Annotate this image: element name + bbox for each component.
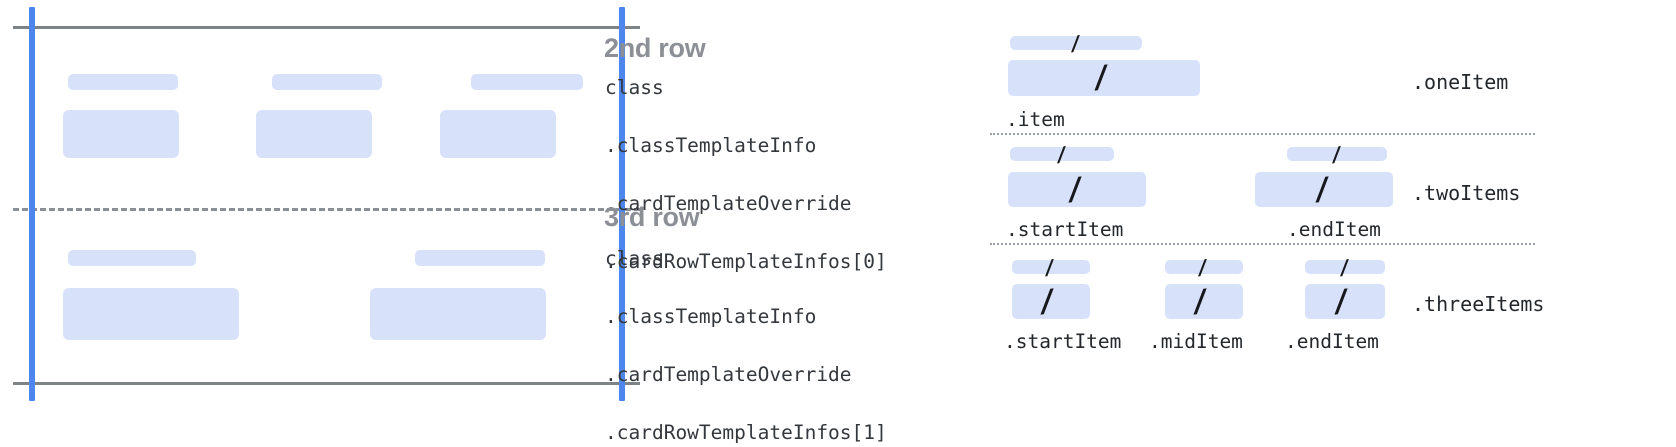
row-separator-dashed [13, 208, 640, 211]
slash-icon: / [1044, 254, 1055, 280]
placeholder-label-bar: / [1305, 255, 1385, 279]
placeholder-body-block [63, 288, 239, 340]
slash-icon: / [1339, 254, 1350, 280]
placeholder-label-bar: / [1012, 255, 1090, 279]
slash-icon: / [1040, 283, 1055, 320]
slash-icon: / [1315, 171, 1330, 208]
placeholder-label-bar: / [1010, 31, 1142, 55]
variant-name-label: .oneItem [1412, 70, 1509, 94]
item-caption: .startItem [1006, 218, 1124, 241]
row-bottom-boundary-rule [13, 382, 640, 385]
placeholder-label-bar [471, 74, 583, 90]
slash-icon: / [1068, 171, 1083, 208]
variant-divider-dotted [990, 133, 1535, 135]
placeholder-body-block: / [1305, 284, 1385, 319]
placeholder-body-block: / [1255, 172, 1393, 207]
item-caption: .startItem [1004, 330, 1122, 353]
code-line: .cardRowTemplateInfos[1] [605, 421, 887, 444]
placeholder-body-block: / [1008, 172, 1146, 207]
placeholder-body-block: / [1008, 60, 1200, 96]
placeholder-body-block: / [1165, 284, 1243, 319]
item-variants-panel: / / .item .oneItem / / .startItem / / .e… [990, 31, 1545, 353]
placeholder-label-bar [68, 74, 178, 90]
placeholder-body-block: / [1012, 284, 1090, 319]
code-line: .cardRowTemplateInfos[0] [605, 250, 887, 273]
placeholder-body-block [256, 110, 372, 158]
item-caption: .midItem [1149, 330, 1243, 353]
placeholder-label-bar: / [1010, 142, 1114, 166]
annotation-title-row3: 3rd row [604, 202, 700, 232]
variant-name-label: .twoItems [1412, 181, 1521, 205]
variant-divider-dotted [990, 243, 1535, 245]
placeholder-body-block [440, 110, 556, 158]
placeholder-label-bar [68, 250, 196, 266]
slash-icon: / [1094, 59, 1109, 96]
placeholder-body-block [370, 288, 546, 340]
slash-icon: / [1193, 283, 1208, 320]
slash-icon: / [1331, 141, 1342, 167]
row-top-boundary-rule [13, 26, 640, 29]
slash-icon: / [1070, 30, 1081, 56]
item-caption: .item [1006, 108, 1065, 131]
code-line: .cardTemplateOverride [605, 192, 852, 215]
card-row-layout-preview [0, 0, 650, 412]
code-line: .cardTemplateOverride [605, 363, 852, 386]
slash-icon: / [1334, 283, 1349, 320]
placeholder-label-bar [415, 250, 545, 266]
code-line: class [605, 76, 664, 99]
code-line: .classTemplateInfo [605, 305, 817, 328]
left-blue-guide [29, 7, 35, 401]
right-blue-guide [619, 7, 625, 401]
code-line: .classTemplateInfo [605, 134, 817, 157]
slash-icon: / [1056, 141, 1067, 167]
placeholder-label-bar: / [1287, 142, 1387, 166]
code-line: class [605, 247, 664, 270]
variant-name-label: .threeItems [1412, 292, 1545, 316]
annotation-code-row2: class .classTemplateInfo .cardTemplateOv… [605, 73, 887, 276]
slash-icon: / [1197, 254, 1208, 280]
item-caption: .endItem [1285, 330, 1379, 353]
placeholder-body-block [63, 110, 179, 158]
row-annotations: 2nd row class .classTemplateInfo .cardTe… [604, 0, 1004, 444]
placeholder-label-bar: / [1165, 255, 1243, 279]
annotation-title-row2: 2nd row [604, 33, 706, 63]
placeholder-label-bar [272, 74, 382, 90]
item-caption: .endItem [1287, 218, 1381, 241]
